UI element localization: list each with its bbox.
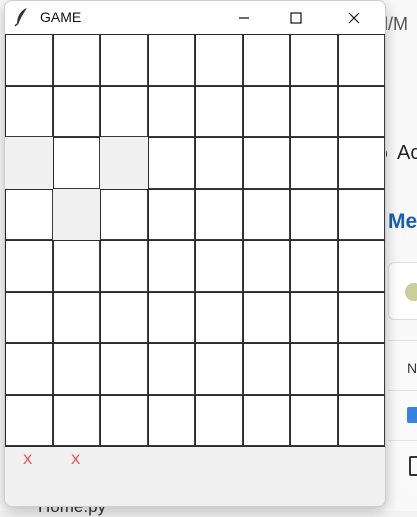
board-cell[interactable]: [5, 34, 54, 87]
board-cell[interactable]: [148, 137, 196, 190]
close-icon: [348, 12, 360, 23]
board-cell[interactable]: [290, 395, 339, 447]
board-cell[interactable]: [5, 86, 54, 138]
board-cell[interactable]: [148, 240, 196, 293]
window-title: GAME: [40, 9, 82, 25]
board-cell[interactable]: [195, 189, 244, 241]
board-cell[interactable]: [243, 34, 291, 87]
board-cell[interactable]: [53, 292, 101, 344]
background-row: [388, 440, 417, 489]
board-cell[interactable]: [290, 34, 339, 87]
maximize-icon: [290, 11, 302, 24]
board-cell[interactable]: [338, 86, 385, 138]
board-cell[interactable]: [53, 137, 101, 190]
board-cell[interactable]: [243, 86, 291, 138]
board-cell[interactable]: [195, 292, 244, 344]
board-cell[interactable]: [338, 189, 385, 241]
board-cell[interactable]: [338, 240, 385, 293]
background-blue-icon: [407, 407, 417, 423]
background-path-text: ll/M: [380, 14, 408, 34]
board-cell[interactable]: [53, 343, 101, 396]
checkbox-icon[interactable]: [409, 456, 417, 476]
board-cell[interactable]: [290, 240, 339, 293]
board-cell[interactable]: [100, 343, 149, 396]
status-mark: X: [71, 451, 81, 467]
board-cell[interactable]: [290, 137, 339, 190]
board-cell[interactable]: [53, 189, 101, 241]
close-button[interactable]: [331, 1, 377, 34]
board-cell[interactable]: [5, 189, 54, 241]
board-cell[interactable]: [148, 189, 196, 241]
board-cell[interactable]: [290, 86, 339, 138]
board-cell[interactable]: [338, 137, 385, 190]
feather-icon: [14, 8, 27, 27]
board-cell[interactable]: [243, 137, 291, 190]
board-cell[interactable]: [5, 292, 54, 344]
background-ac-label: Ac: [397, 142, 417, 164]
background-me-heading: Me: [388, 210, 417, 233]
board-cell[interactable]: [338, 395, 385, 447]
board-cell[interactable]: [53, 86, 101, 138]
board-cell[interactable]: [338, 34, 385, 87]
board-cell[interactable]: [148, 343, 196, 396]
background-card[interactable]: [388, 262, 417, 320]
game-window: GAME X X: [4, 0, 386, 507]
board-cell[interactable]: [338, 292, 385, 344]
board-cell[interactable]: [195, 137, 244, 190]
board-cell[interactable]: [243, 395, 291, 447]
board-cell[interactable]: [100, 240, 149, 293]
board-cell[interactable]: [290, 189, 339, 241]
status-mark: X: [23, 451, 33, 467]
board-cell[interactable]: [53, 240, 101, 293]
avatar-icon: [405, 283, 417, 301]
title-bar[interactable]: GAME: [5, 1, 385, 34]
board-cell[interactable]: [243, 240, 291, 293]
board-cell[interactable]: [243, 343, 291, 396]
board-cell[interactable]: [100, 34, 149, 87]
board-cell[interactable]: [148, 34, 196, 87]
board-cell[interactable]: [53, 395, 101, 447]
board-cell[interactable]: [5, 240, 54, 293]
board-cell[interactable]: [338, 343, 385, 396]
board-cell[interactable]: [195, 34, 244, 87]
board-cell[interactable]: [5, 395, 54, 447]
board-cell[interactable]: [100, 137, 149, 190]
board-cell[interactable]: [195, 86, 244, 138]
maximize-button[interactable]: [273, 1, 319, 34]
board-cell[interactable]: [148, 292, 196, 344]
board-cell[interactable]: [5, 343, 54, 396]
board-cell[interactable]: [100, 395, 149, 447]
board-cell[interactable]: [100, 189, 149, 241]
game-board: [5, 34, 385, 447]
board-cell[interactable]: [148, 86, 196, 138]
minimize-icon: [239, 16, 249, 19]
board-cell[interactable]: [148, 395, 196, 447]
minimize-button[interactable]: [221, 1, 267, 34]
board-cell[interactable]: [53, 34, 101, 87]
background-row: [388, 340, 417, 389]
board-cell[interactable]: [195, 343, 244, 396]
board-cell[interactable]: [290, 343, 339, 396]
board-cell[interactable]: [243, 189, 291, 241]
board-cell[interactable]: [195, 395, 244, 447]
background-n-label: N: [407, 360, 417, 376]
board-cell[interactable]: [100, 292, 149, 344]
board-cell[interactable]: [195, 240, 244, 293]
board-cell[interactable]: [290, 292, 339, 344]
board-cell[interactable]: [5, 137, 54, 190]
board-cell[interactable]: [100, 86, 149, 138]
board-cell[interactable]: [243, 292, 291, 344]
